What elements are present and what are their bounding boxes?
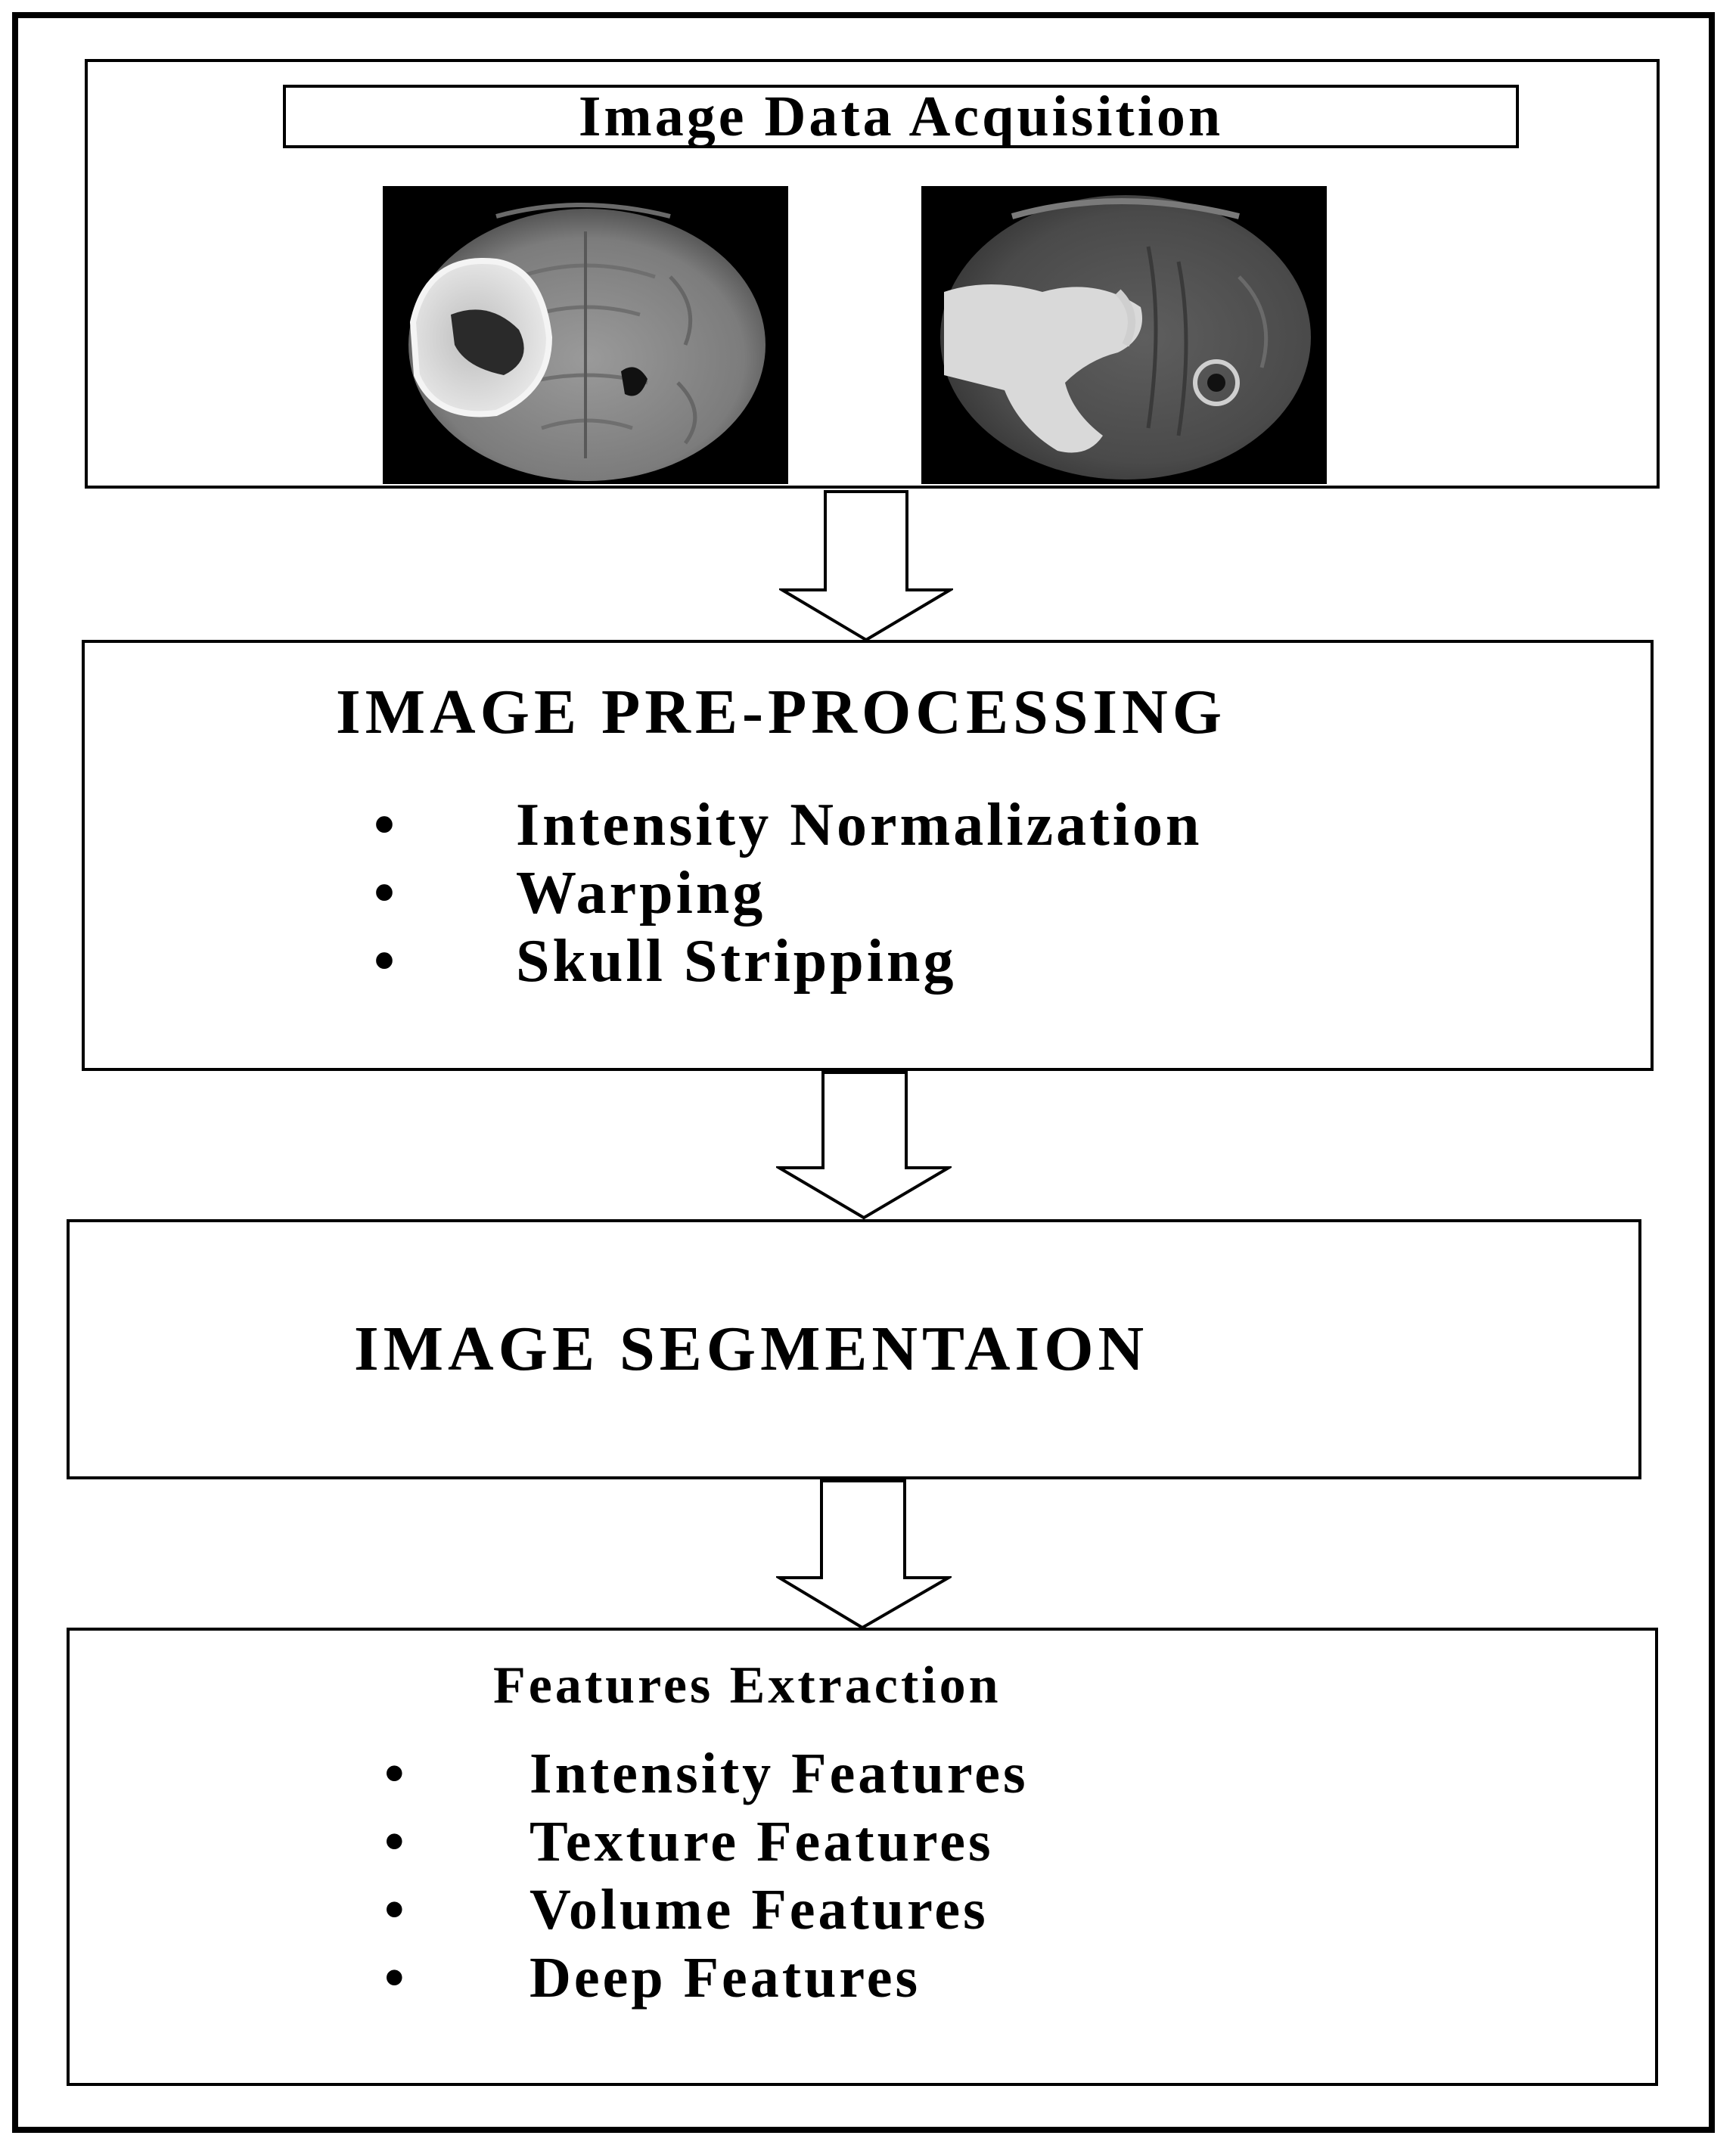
preprocessing-item: • Skull Stripping xyxy=(374,927,1433,995)
features-item: • Intensity Features xyxy=(384,1740,1443,1808)
mri-image-left xyxy=(383,186,788,484)
mri-image-right xyxy=(921,186,1327,484)
features-item-label: Deep Features xyxy=(529,1946,921,2010)
preprocessing-item: • Intensity Normalization xyxy=(374,791,1433,859)
outer-frame xyxy=(12,12,1715,2133)
acquisition-box xyxy=(85,59,1660,489)
features-title: Features Extraction xyxy=(493,1656,1002,1715)
bullet-icon: • xyxy=(384,1946,408,2010)
flow-arrow-1 xyxy=(779,490,953,642)
flow-arrow-2 xyxy=(776,1071,952,1220)
acquisition-title: Image Data Acquisition xyxy=(578,84,1224,148)
features-item: • Volume Features xyxy=(384,1876,1443,1944)
preprocessing-item-label: Skull Stripping xyxy=(516,928,957,995)
preprocessing-box xyxy=(82,640,1654,1071)
bullet-icon: • xyxy=(384,1742,408,1805)
acquisition-title-box: Image Data Acquisition xyxy=(283,85,1519,148)
preprocessing-item-label: Intensity Normalization xyxy=(516,792,1203,858)
preprocessing-title: IMAGE PRE-PROCESSING xyxy=(336,677,1227,747)
features-item: • Deep Features xyxy=(384,1944,1443,2012)
features-box xyxy=(67,1628,1658,2086)
flow-arrow-3 xyxy=(776,1479,952,1630)
features-item-label: Texture Features xyxy=(529,1810,994,1873)
preprocessing-item: • Warping xyxy=(374,859,1433,927)
segmentation-title: IMAGE SEGMENTAION xyxy=(354,1314,1149,1384)
preprocessing-item-label: Warping xyxy=(516,860,766,927)
features-item-label: Volume Features xyxy=(529,1878,989,1941)
features-item: • Texture Features xyxy=(384,1808,1443,1876)
bullet-icon: • xyxy=(374,792,399,858)
bullet-icon: • xyxy=(374,928,399,995)
features-item-label: Intensity Features xyxy=(529,1742,1029,1805)
segmentation-box xyxy=(67,1219,1641,1479)
bullet-icon: • xyxy=(374,860,399,927)
bullet-icon: • xyxy=(384,1810,408,1873)
bullet-icon: • xyxy=(384,1878,408,1941)
